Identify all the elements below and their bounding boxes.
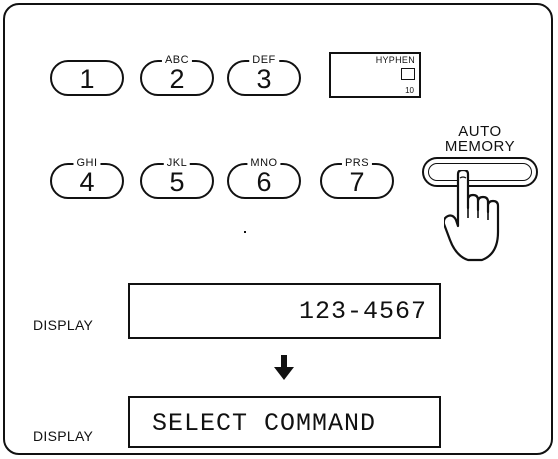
key-number: 5 bbox=[142, 167, 212, 197]
hyphen-button-icon bbox=[401, 68, 415, 80]
auto-memory-label-line2: MEMORY bbox=[430, 139, 530, 154]
stray-dot bbox=[244, 231, 246, 233]
auto-memory-label: AUTO MEMORY bbox=[430, 124, 530, 154]
display-value: SELECT COMMAND bbox=[152, 409, 376, 438]
display-value: 123-4567 bbox=[299, 297, 427, 326]
display-label: DISPLAY bbox=[33, 428, 93, 444]
key-7[interactable]: PRS 7 bbox=[320, 163, 394, 199]
hyphen-subscript: 10 bbox=[405, 86, 414, 95]
display-after: SELECT COMMAND bbox=[128, 396, 441, 448]
pointing-hand-icon bbox=[444, 170, 524, 266]
key-number: 1 bbox=[52, 64, 122, 94]
key-6[interactable]: MNO 6 bbox=[227, 163, 301, 199]
key-1[interactable]: 1 bbox=[50, 60, 124, 96]
key-5[interactable]: JKL 5 bbox=[140, 163, 214, 199]
key-number: 3 bbox=[229, 64, 299, 94]
key-number: 6 bbox=[229, 167, 299, 197]
display-label: DISPLAY bbox=[33, 317, 93, 333]
key-2[interactable]: ABC 2 bbox=[140, 60, 214, 96]
auto-memory-label-line1: AUTO bbox=[430, 124, 530, 139]
display-before: 123-4567 bbox=[128, 283, 441, 339]
key-number: 7 bbox=[322, 167, 392, 197]
key-number: 2 bbox=[142, 64, 212, 94]
arrow-down-icon bbox=[274, 355, 294, 381]
key-3[interactable]: DEF 3 bbox=[227, 60, 301, 96]
hyphen-key[interactable]: HYPHEN 10 bbox=[329, 52, 421, 98]
key-4[interactable]: GHI 4 bbox=[50, 163, 124, 199]
hyphen-label: HYPHEN bbox=[376, 55, 415, 65]
key-number: 4 bbox=[52, 167, 122, 197]
